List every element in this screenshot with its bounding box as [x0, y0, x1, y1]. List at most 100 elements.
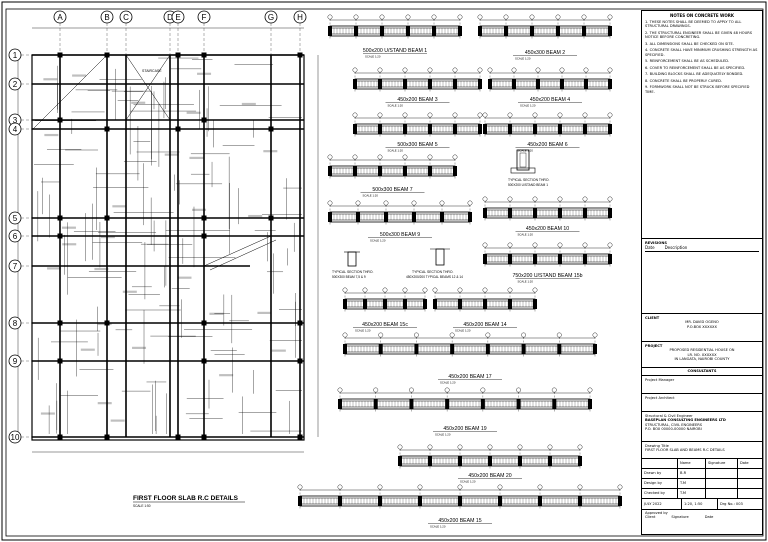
date-value: JULY 2022: [642, 499, 682, 509]
note-item: 5. REINFORCEMENT SHALL BE AS SCHEDULED.: [645, 59, 730, 64]
notes-list: 1. THESE NOTES SHALL BE DEEMED TO APPLY …: [645, 20, 759, 94]
section-beam-7: [344, 251, 360, 267]
project-line-2: LR. NO. XXXXXX: [687, 352, 717, 357]
beam-label: 450x200 BEAM 14: [463, 322, 506, 328]
project-architect-label: Project Architect: [645, 396, 675, 400]
beam-label: 450x200 BEAM 15c: [362, 322, 408, 328]
signature-col-label: Signature: [706, 459, 738, 468]
svg-text:10: 10: [11, 433, 20, 442]
grid-bubble-1: 1: [8, 48, 32, 62]
column: [57, 117, 63, 123]
client-box: P.O.BOX XXXXXX: [687, 324, 717, 329]
date-line-label: Date: [704, 515, 714, 520]
column: [297, 358, 303, 364]
beam-label: 450x200 BEAM 20: [468, 473, 511, 479]
design-by-row: Design by T.M: [642, 479, 762, 489]
svg-text:3: 3: [13, 116, 18, 125]
beam-label: 450x200 BEAM 17: [448, 374, 491, 380]
svg-text:6: 6: [13, 232, 18, 241]
note-item: 2. THE STRUCTURAL ENGINEER SHALL BE GIVE…: [645, 30, 752, 40]
staircase-void: [125, 54, 171, 121]
consultants-heading-row: CONSULTANTS: [642, 368, 762, 376]
inner-border: [5, 8, 764, 537]
beam-scale: SCALE 1:20: [388, 149, 404, 153]
grid-bubble-9: 9: [8, 354, 32, 368]
project-manager-label: Project Manager: [645, 378, 675, 382]
drawing-title-row: Drawing Title FIRST FLOOR SLAB AND BEAMS…: [642, 442, 762, 459]
column: [201, 434, 207, 440]
column: [268, 126, 274, 132]
consultants-heading: CONSULTANTS: [687, 369, 717, 373]
svg-text:8: 8: [13, 319, 18, 328]
beam-label: 500x300 BEAM 9: [380, 232, 420, 238]
grid-bubble-a: A: [53, 10, 67, 55]
plan-title: FIRST FLOOR SLAB R.C DETAILS: [133, 495, 239, 502]
client-section: CLIENT MR. DAVID OGENO P.O.BOX XXXXXX: [642, 314, 762, 342]
svg-text:5: 5: [13, 214, 18, 223]
section-3-sub: 450X200/200 TYPICAL BEAMS 12 & 14: [406, 275, 463, 279]
engineer-address: P.O. BOX 00000-00000 NAIROBI: [645, 427, 702, 432]
drawn-by-label: Drawn by: [642, 469, 678, 478]
approved-by-label: Approved by: [645, 511, 668, 515]
beam-label: 450x200 BEAM 3: [397, 97, 437, 103]
section-1-sub: 500X200 U/STAND BEAM 1: [508, 183, 548, 187]
section-2-sub: 500X300 BEAM 7,5 & 9: [332, 275, 366, 279]
note-item: 9. FORMWORK SHALL NOT BE STRUCK BEFORE S…: [645, 85, 750, 94]
beam-label: 500x300 BEAM 7: [372, 187, 412, 193]
drawing-number: Drg No.: 003: [720, 501, 743, 506]
grid-bubble-8: 8: [8, 316, 32, 330]
beam-scale: SCALE 1:20: [455, 329, 471, 333]
date-col-label: Date: [740, 461, 749, 466]
engineer-row: Structural & Civil Engineer BASEPLAN CON…: [642, 412, 762, 442]
grid-bubble-f: F: [197, 10, 211, 55]
column: [201, 215, 207, 221]
column: [201, 233, 207, 239]
notes-section: NOTES ON CONCRETE WORK 1. THESE NOTES SH…: [642, 11, 762, 239]
staircase-label: STAIRCASE: [142, 69, 162, 73]
beam-scale: SCALE 1:20: [440, 381, 456, 385]
beam-scale: SCALE 1:20: [370, 239, 386, 243]
beam-label: 450x200 BEAM 4: [530, 97, 570, 103]
project-line-1: PROPOSED RESIDENTIAL HOUSE ON: [669, 348, 735, 353]
svg-text:A: A: [57, 13, 63, 22]
column: [297, 434, 303, 440]
engineer-sub: STRUCTURAL, CIVIL ENGINEERS: [645, 422, 703, 427]
beam-label: 750x200 U/STAND BEAM 15b: [513, 273, 583, 279]
beam-scale: SCALE 1:20: [520, 104, 536, 108]
svg-text:F: F: [202, 13, 207, 22]
plan-rebar: [34, 57, 302, 434]
note-item: 7. BUILDING BLOCKS SHALL BE ADEQUATELY B…: [645, 72, 744, 77]
column: [104, 320, 110, 326]
column: [57, 358, 63, 364]
signature-header-row: Name Signature Date: [642, 459, 762, 469]
beam-scale: SCALE 1:20: [435, 433, 451, 437]
beam-label: 500x200 U/STAND BEAM 1: [363, 48, 427, 54]
note-item: 3. ALL DIMENSIONS SHALL BE CHECKED ON SI…: [645, 41, 734, 46]
plan-scale: SCALE 1:50: [133, 504, 151, 508]
rev-date-label: Date: [645, 245, 655, 251]
column: [201, 117, 207, 123]
section-beam-12: [430, 248, 450, 266]
sign-line-label: Signature: [671, 515, 689, 520]
beam-scale: SCALE 1:20: [518, 149, 534, 153]
column: [104, 126, 110, 132]
svg-text:4: 4: [13, 125, 18, 134]
svg-text:D: D: [167, 13, 173, 22]
beam-scale: SCALE 1:20: [518, 233, 534, 237]
slab-outline: [31, 54, 305, 441]
column: [57, 215, 63, 221]
approved-sub: Client: [645, 515, 656, 520]
column: [57, 320, 63, 326]
drawn-by-row: Drawn by B.R: [642, 469, 762, 479]
